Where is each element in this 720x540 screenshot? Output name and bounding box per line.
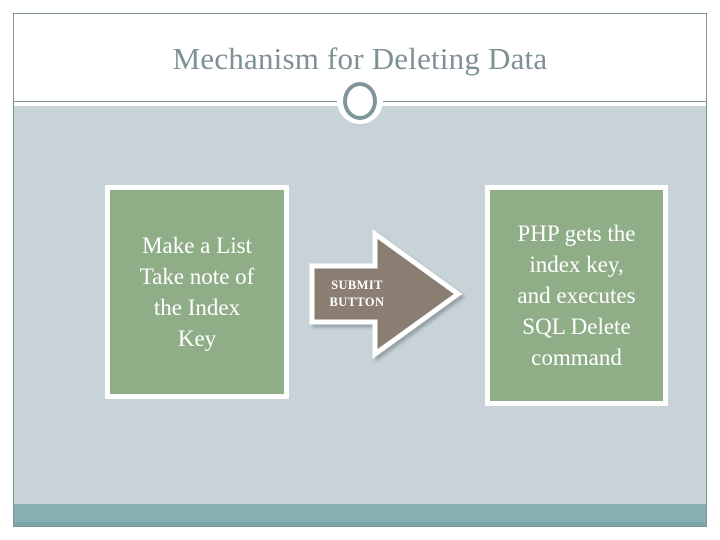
right-arrow-icon: [309, 229, 463, 359]
flow-connector-submit-button: SUBMIT BUTTON: [299, 221, 471, 367]
slide-canvas: Mechanism for Deleting Data Make a List …: [13, 13, 707, 527]
flow-step-make-a-list: Make a List Take note of the Index Key: [105, 185, 289, 399]
footer-accent-bar: [14, 504, 706, 522]
flow-connector-label: SUBMIT BUTTON: [329, 278, 385, 309]
flow-step-label: Make a List Take note of the Index Key: [139, 233, 255, 351]
flow-step-php-delete: PHP gets the index key, and executes SQL…: [485, 185, 668, 406]
circle-ring-ornament-icon: [343, 82, 377, 120]
page-title: Mechanism for Deleting Data: [172, 41, 548, 76]
footer-accent-bar-shadow: [14, 522, 706, 526]
flow-step-label: PHP gets the index key, and executes SQL…: [517, 221, 636, 370]
